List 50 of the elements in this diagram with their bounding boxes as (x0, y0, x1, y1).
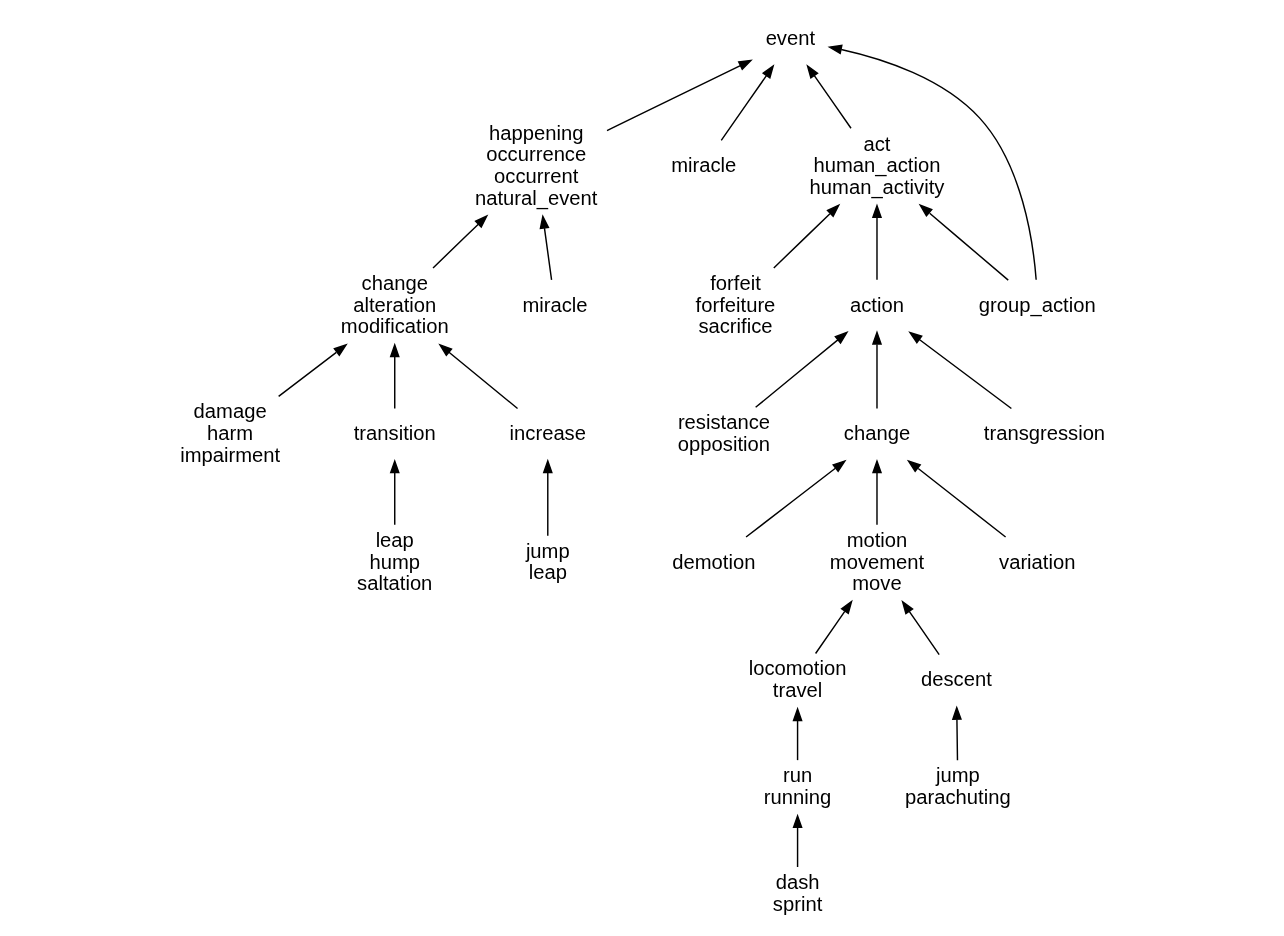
arrow (389, 342, 400, 410)
arrow (871, 330, 883, 410)
arrow (773, 203, 841, 269)
arrow (792, 706, 803, 761)
arrow (918, 203, 1009, 281)
node-text: group_action (978, 293, 1096, 316)
arrow (806, 64, 852, 129)
node-text: dash sprint (772, 871, 823, 915)
node-text: leap hump saltation (357, 528, 433, 595)
node-text: event (765, 27, 816, 50)
node-text: locomotion travel (748, 657, 847, 702)
arrow (908, 331, 1013, 410)
node-text: miracle (671, 154, 737, 177)
arrow (606, 59, 753, 132)
node-text: transgression (983, 422, 1106, 445)
node-text: act human_action human_activity (809, 132, 945, 198)
arrow (871, 458, 883, 526)
node-text: damage harm impairment (180, 400, 281, 466)
node-text: miracle (522, 293, 588, 316)
node-text: action (850, 293, 904, 316)
node-text: change alteration modification (340, 271, 449, 338)
arrow (827, 44, 1037, 281)
node-text: increase (509, 422, 586, 445)
node-text: motion movement move (829, 528, 925, 595)
node-text: forfeit forfeiture sacrifice (695, 271, 776, 338)
arrow (871, 203, 883, 281)
arrow (542, 458, 553, 537)
arrow (951, 705, 962, 761)
arrow (720, 64, 775, 142)
node-text: variation (999, 550, 1076, 573)
arrow (438, 343, 519, 410)
node-text: jump leap (525, 539, 570, 584)
node-text: descent (921, 668, 992, 691)
node-text: happening occurrence occurrent natural_event (475, 121, 598, 209)
arrow (277, 343, 348, 398)
node-text: change (843, 422, 911, 445)
node-text: resistance opposition (677, 411, 770, 455)
arrow (814, 599, 853, 655)
arrow (792, 813, 803, 868)
arrow (754, 331, 849, 409)
arrow (389, 458, 400, 526)
arrow (901, 600, 940, 656)
arrow (432, 214, 489, 269)
arrow (539, 214, 553, 281)
arrow (745, 459, 847, 538)
arrow (906, 459, 1007, 538)
node-text: run running (763, 764, 832, 808)
node-text: demotion (672, 550, 756, 573)
node-text: jump parachuting (905, 764, 1011, 808)
node-text: transition (353, 422, 436, 445)
